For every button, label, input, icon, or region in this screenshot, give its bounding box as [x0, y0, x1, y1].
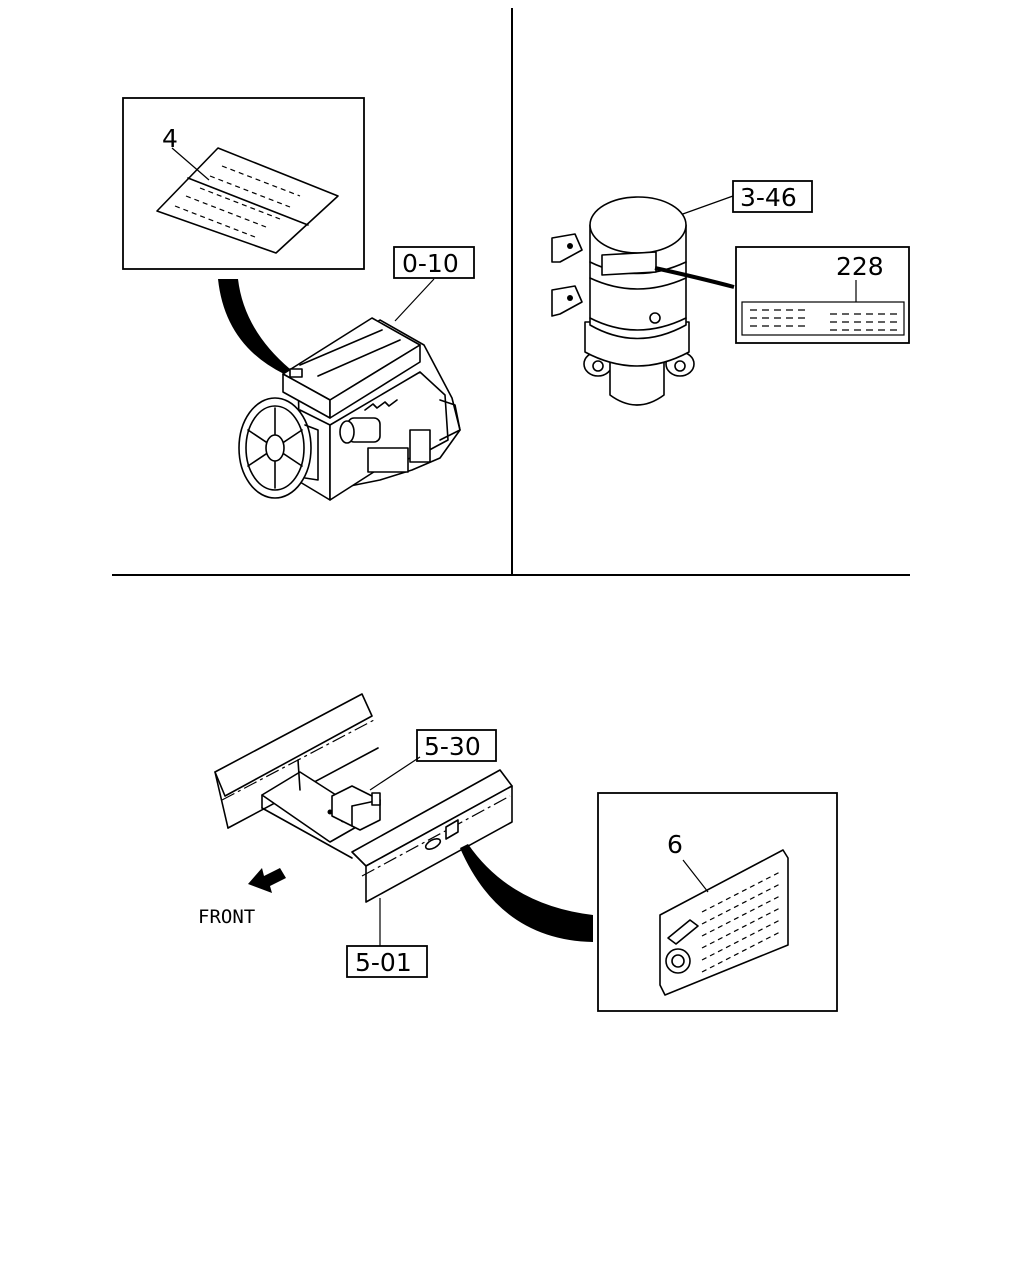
- frame-part-ref-box: 5-30: [369, 729, 497, 791]
- section-dividers: [112, 8, 910, 576]
- svg-text:3-46: 3-46: [740, 183, 797, 212]
- engine-label-callout: 4: [162, 124, 178, 153]
- coil-label-panel: 228: [735, 246, 910, 344]
- svg-text:5-30: 5-30: [424, 732, 481, 761]
- svg-text:FRONT: FRONT: [198, 906, 255, 928]
- front-direction-indicator: FRONT: [198, 868, 286, 928]
- frame-illustration: [214, 693, 513, 903]
- svg-text:228: 228: [836, 252, 884, 281]
- frame-ref-box: 5-01: [346, 898, 428, 978]
- svg-text:0-10: 0-10: [402, 249, 459, 278]
- engine-label-panel: 4: [122, 97, 365, 270]
- engine-illustration: [238, 317, 461, 501]
- coil-illustration: [551, 196, 735, 406]
- engine-label-pointer: [218, 279, 290, 374]
- frame-label-panel: 6: [597, 792, 838, 1012]
- frame-label-pointer: [460, 844, 593, 942]
- engine-ref-box: 0-10: [393, 246, 475, 322]
- svg-text:5-01: 5-01: [355, 948, 412, 977]
- front-arrow-icon: [248, 868, 286, 893]
- svg-text:6: 6: [667, 830, 683, 859]
- coil-ref-box: 3-46: [679, 180, 813, 216]
